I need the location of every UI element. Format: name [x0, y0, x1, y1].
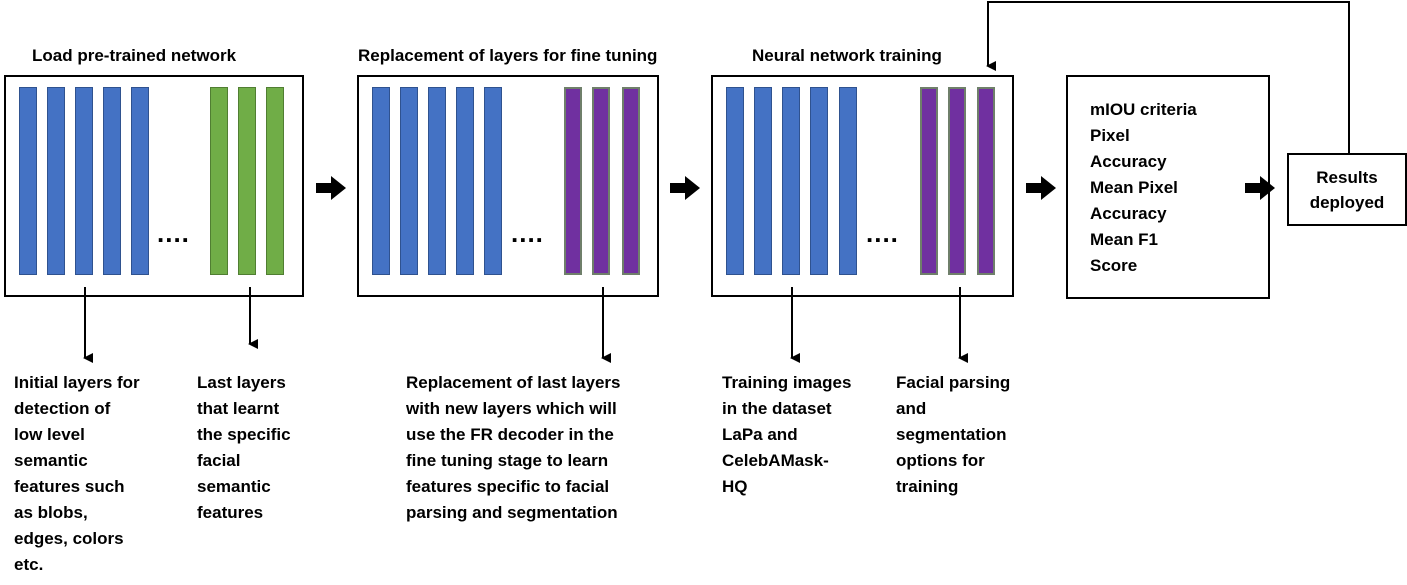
flow-arrow [1026, 176, 1056, 200]
stage-2-title: Replacement of layers for fine tuning [358, 46, 658, 65]
metric-line: mIOU criteria [1090, 100, 1197, 119]
last-layers-description: Last layers that learnt the specific fac… [197, 373, 291, 522]
metric-line: Mean Pixel [1090, 178, 1178, 197]
green-layer [238, 87, 256, 275]
purple-layer [948, 87, 966, 275]
blue-layer [75, 87, 93, 275]
flow-arrow [1245, 176, 1275, 200]
purple-layer [920, 87, 938, 275]
facial-parsing-description: Facial parsing and segmentation options … [896, 373, 1011, 496]
stage-1-title: Load pre-trained network [32, 46, 237, 65]
blue-layer [131, 87, 149, 275]
green-layer [210, 87, 228, 275]
purple-layer [564, 87, 582, 275]
ellipsis-dots: .... [866, 218, 899, 248]
blue-layer [726, 87, 744, 275]
ellipsis-dots: .... [157, 218, 190, 248]
results-deployed-box: Results deployed [1287, 153, 1407, 226]
pretrained-network-panel: .... [4, 75, 304, 297]
stage-3-title: Neural network training [752, 46, 942, 65]
metric-line: Pixel [1090, 126, 1130, 145]
results-line: deployed [1309, 193, 1385, 212]
feedback-arrow [986, 1, 1350, 153]
training-panel: .... [711, 75, 1014, 297]
replacement-layers-panel: .... [357, 75, 659, 297]
blue-layer [810, 87, 828, 275]
metrics-list: mIOU criteria Pixel Accuracy Mean Pixel … [1090, 97, 1197, 279]
purple-layer [592, 87, 610, 275]
blue-layer [372, 87, 390, 275]
training-images-description: Training images in the dataset LaPa and … [722, 373, 852, 496]
blue-layer [400, 87, 418, 275]
metric-line: Mean F1 [1090, 230, 1159, 249]
ellipsis-dots: .... [511, 218, 544, 248]
metrics-panel [1066, 75, 1270, 299]
metric-line: Score [1090, 256, 1138, 275]
metric-line: Accuracy [1090, 204, 1167, 223]
results-line: Results [1316, 168, 1378, 187]
flow-arrow [670, 176, 700, 200]
blue-layer [19, 87, 37, 275]
blue-layer [754, 87, 772, 275]
replacement-description: Replacement of last layers with new laye… [406, 373, 621, 522]
initial-layers-description: Initial layers for detection of low leve… [14, 373, 140, 574]
blue-layer [484, 87, 502, 275]
blue-layer [47, 87, 65, 275]
purple-layer [622, 87, 640, 275]
blue-layer [456, 87, 474, 275]
blue-layer [782, 87, 800, 275]
flow-arrow [316, 176, 346, 200]
green-layer [266, 87, 284, 275]
purple-layer [977, 87, 995, 275]
blue-layer [103, 87, 121, 275]
blue-layer [839, 87, 857, 275]
metric-line: Accuracy [1090, 152, 1167, 171]
blue-layer [428, 87, 446, 275]
